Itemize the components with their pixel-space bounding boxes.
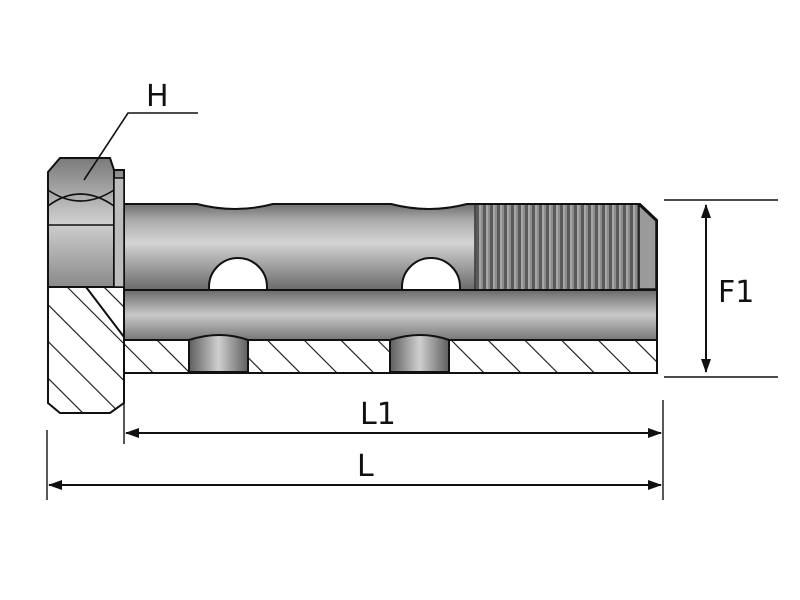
label-l: L [357,449,374,484]
label-l1: L1 [360,397,396,432]
groove-2 [389,334,450,373]
inner-bore [123,289,658,341]
dim-l1: L1 [123,397,664,500]
thread-section [475,205,639,289]
label-h: H [146,79,169,114]
dim-h: H [83,79,198,181]
shank-exterior [123,203,658,291]
dim-f1: F1 [664,199,778,378]
section-view [47,286,658,414]
label-f1: F1 [718,275,754,310]
hex-head [47,157,125,288]
dim-l: L [46,430,662,500]
groove-1 [188,334,249,373]
head-section-hatch [47,286,125,414]
